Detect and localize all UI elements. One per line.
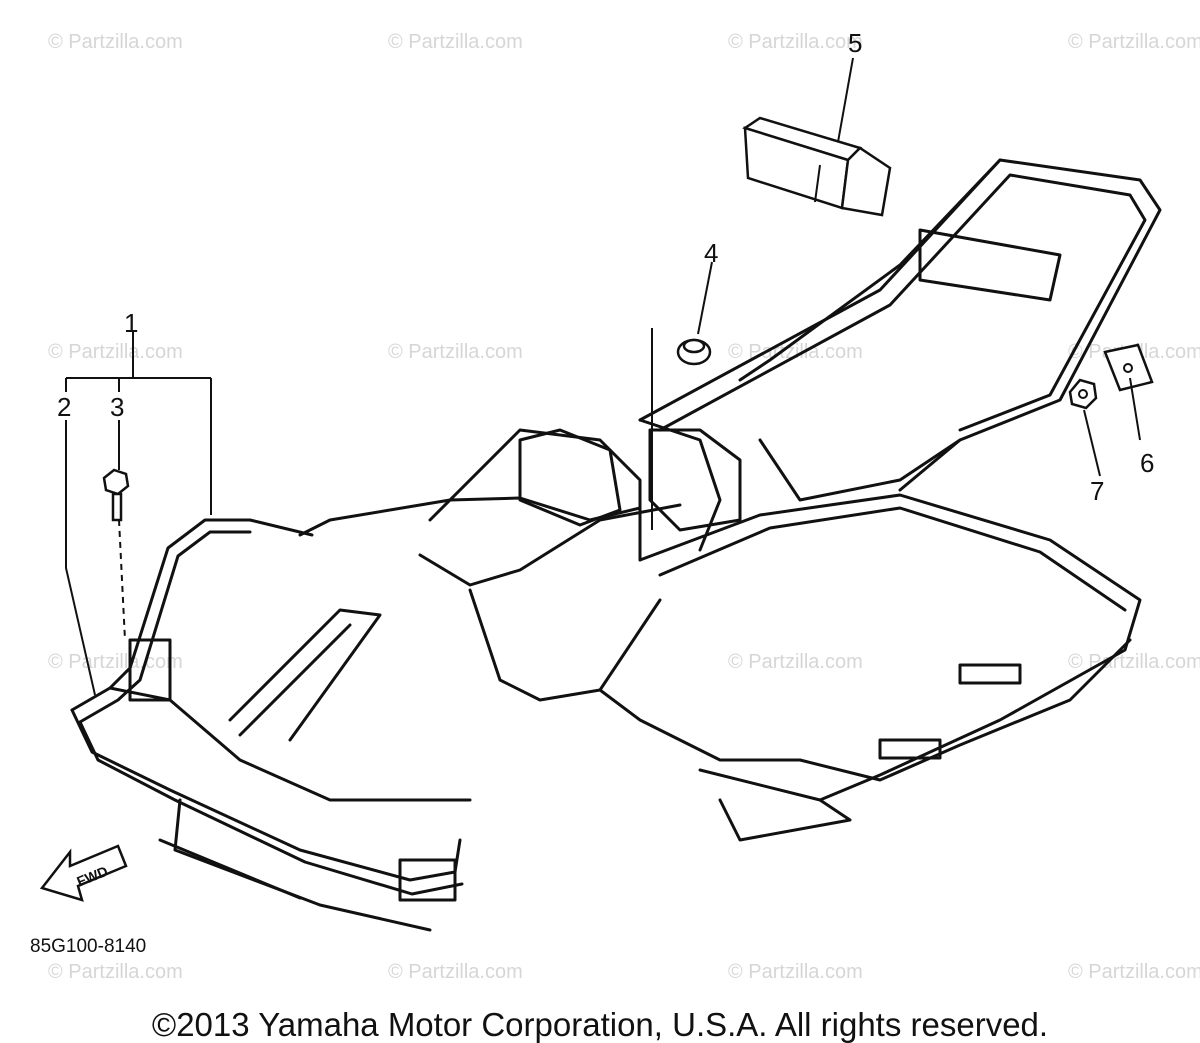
part-4-grommet <box>676 338 712 366</box>
watermark: © Partzilla.com <box>48 961 183 983</box>
callout-6: 6 <box>1140 448 1154 478</box>
callout-5: 5 <box>848 28 862 58</box>
watermark: © Partzilla.com <box>48 651 183 673</box>
copyright-notice: ©2013 Yamaha Motor Corporation, U.S.A. A… <box>151 1006 1049 1043</box>
loose-parts <box>102 116 1154 522</box>
part-5-pad <box>742 116 892 217</box>
watermark: © Partzilla.com <box>388 31 523 53</box>
diagram-part-code: 85G100-8140 <box>30 936 146 957</box>
part-3-bolt <box>102 468 130 522</box>
callout-3: 3 <box>110 392 124 422</box>
callout-2: 2 <box>57 392 71 422</box>
callout-4: 4 <box>704 238 718 268</box>
watermark: © Partzilla.com <box>728 651 863 673</box>
watermark: © Partzilla.com <box>728 961 863 983</box>
watermark: © Partzilla.com <box>1068 961 1200 983</box>
leader-lines <box>65 57 1141 696</box>
callout-7: 7 <box>1090 476 1104 506</box>
callout-1: 1 <box>124 308 138 338</box>
part-7-nut <box>1068 378 1098 410</box>
watermark: © Partzilla.com <box>48 31 183 53</box>
watermark-grid: © Partzilla.com © Partzilla.com © Partzi… <box>48 31 1200 983</box>
part-6-plate <box>1103 343 1154 392</box>
watermark: © Partzilla.com <box>48 341 183 363</box>
kart-frame <box>70 158 1162 932</box>
watermark: © Partzilla.com <box>388 341 523 363</box>
forward-arrow: FWD <box>39 844 128 902</box>
watermark: © Partzilla.com <box>388 961 523 983</box>
watermark: © Partzilla.com <box>728 341 863 363</box>
watermark: © Partzilla.com <box>728 31 863 53</box>
watermark: © Partzilla.com <box>1068 31 1200 53</box>
callouts: 1 2 3 4 5 6 7 <box>57 28 1154 506</box>
